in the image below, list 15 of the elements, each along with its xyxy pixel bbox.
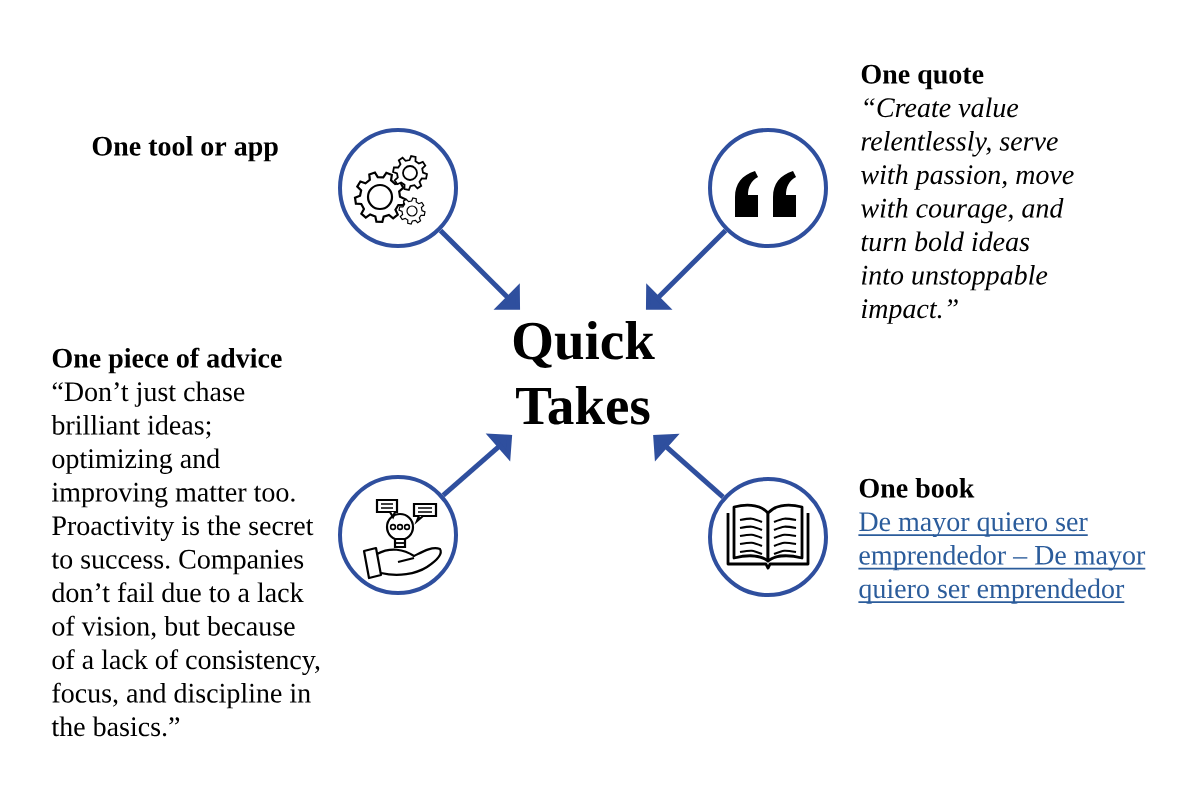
heading: One quote <box>861 64 984 90</box>
advice-text: “Don’t just chase brilliant ideas; optimizing and improving matter too. Proactivity is the secret to success. Companies don’t fail due to a lack of vision, but because of a lack of consistency, focus, and discipline in the basics.” <box>51 381 320 737</box>
icon-circle <box>338 128 458 248</box>
heading: One tool or app <box>92 135 278 162</box>
heading: One book <box>859 477 975 498</box>
book-link: De mayor quiero ser emprendedor – De mayor quiero ser emprendedor <box>857 512 1147 604</box>
quote-text: “Create value relentlessly, serve with passion, move with courage, and turn bold ideas into unstoppable impact.” <box>861 97 1074 324</box>
arrow <box>653 433 725 500</box>
icon-circle <box>338 475 458 595</box>
center-title: Quick Takes <box>513 320 655 425</box>
heading: One piece of advice <box>52 347 282 374</box>
arrow <box>645 228 728 310</box>
icon-circle <box>708 128 828 248</box>
arrow <box>438 228 521 310</box>
icon-circle <box>708 477 828 597</box>
